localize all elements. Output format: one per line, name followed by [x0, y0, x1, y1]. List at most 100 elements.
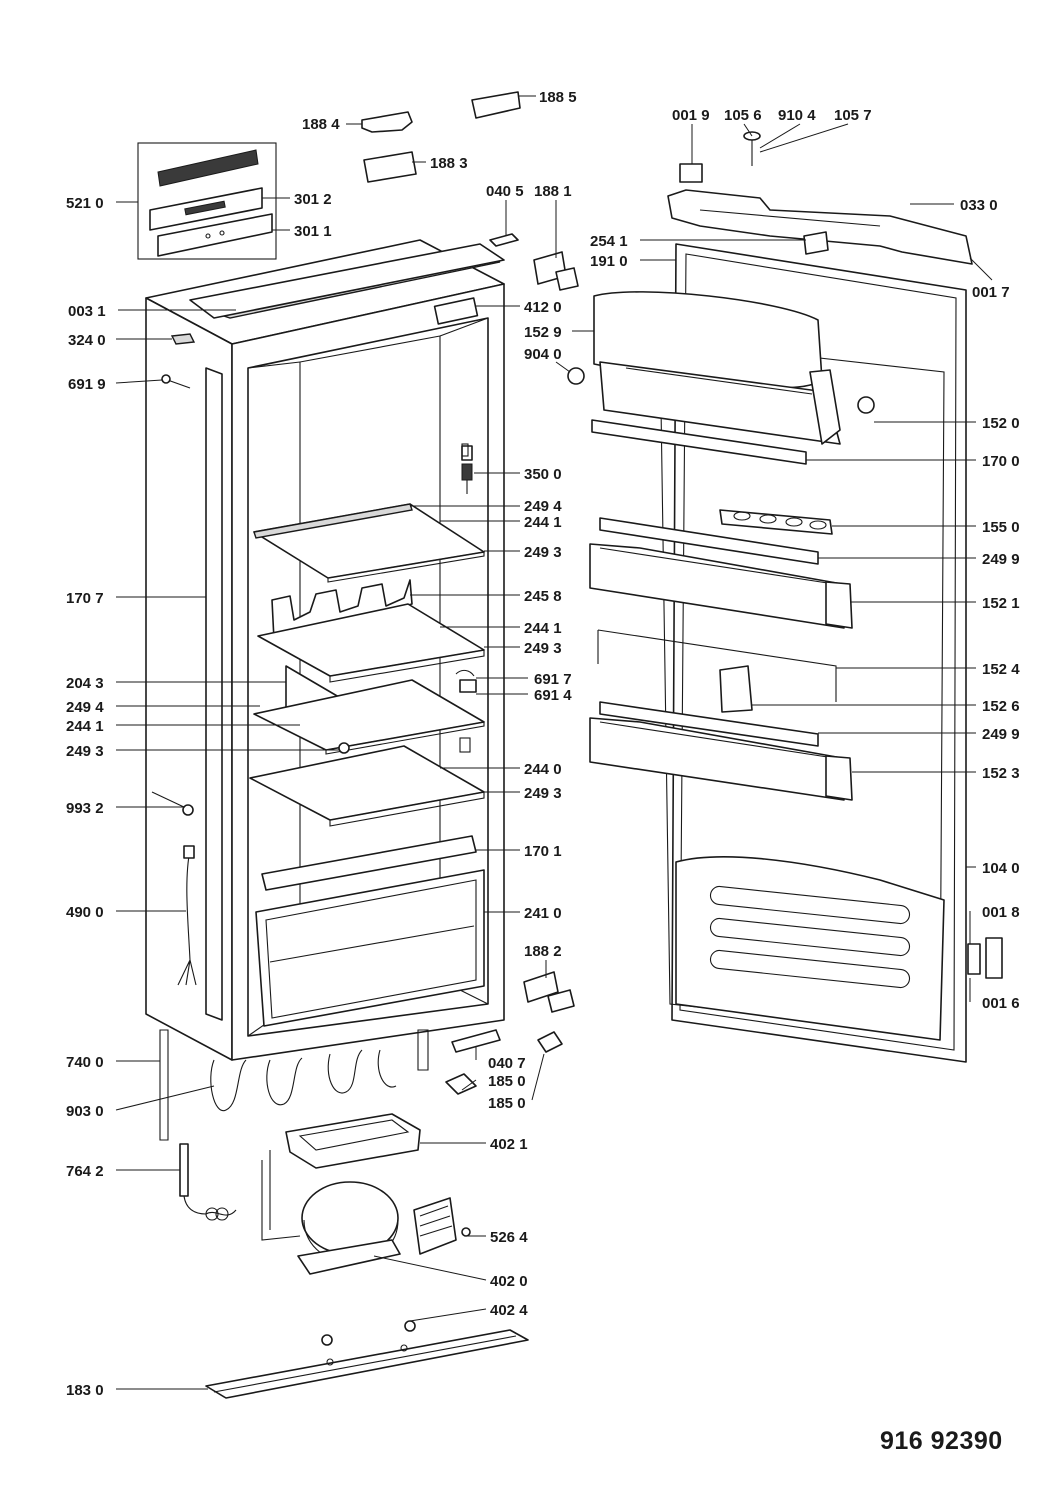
evaporation-tray — [285, 1113, 421, 1169]
label-1884: 188 4 — [302, 116, 340, 133]
control-panel-group — [137, 142, 277, 260]
part-1850-right — [537, 1031, 563, 1053]
label-0405: 040 5 — [486, 183, 524, 200]
label-1850-a: 185 0 — [488, 1073, 526, 1090]
label-0016: 001 6 — [982, 995, 1020, 1012]
part-1884-bracket — [361, 111, 413, 133]
label-2410: 241 0 — [524, 905, 562, 922]
label-0018: 001 8 — [982, 904, 1020, 921]
label-2440: 244 0 — [524, 761, 562, 778]
label-5210: 521 0 — [66, 195, 104, 212]
part-9932 — [151, 791, 194, 816]
lower-hinge-0018-0016 — [967, 937, 1003, 979]
label-1700: 170 0 — [982, 453, 1020, 470]
label-6919: 691 9 — [68, 376, 106, 393]
label-4900: 490 0 — [66, 904, 104, 921]
label-7400: 740 0 — [66, 1054, 104, 1071]
label-3012: 301 2 — [294, 191, 332, 208]
crisper-cover — [261, 835, 477, 891]
rubber-feet — [321, 1320, 416, 1346]
document-code: 916 92390 — [880, 1427, 1003, 1455]
part-6919 — [161, 374, 191, 389]
crisper-drawer — [255, 869, 485, 1027]
label-2493-d: 249 3 — [524, 785, 562, 802]
door-strip-1700 — [591, 419, 807, 465]
label-1520: 152 0 — [982, 415, 1020, 432]
label-1850-b: 185 0 — [488, 1095, 526, 1112]
door-rail-1524 — [597, 629, 837, 702]
part-2541 — [803, 231, 829, 255]
label-2441-b: 244 1 — [524, 620, 562, 637]
door-shelf-1521 — [589, 543, 853, 629]
compressor — [261, 1150, 401, 1275]
part-1883-bracket — [363, 151, 417, 183]
label-9104: 910 4 — [778, 107, 816, 124]
label-1529: 152 9 — [524, 324, 562, 341]
label-9040: 904 0 — [524, 346, 562, 363]
capillary-tube-7642 — [179, 1143, 237, 1221]
part-0407 — [451, 1029, 501, 1053]
part-4120 — [433, 297, 479, 325]
base-rail — [205, 1329, 529, 1399]
hinge-1882 — [523, 971, 575, 1013]
label-4021: 402 1 — [490, 1136, 528, 1153]
door-dairy-compartment — [567, 291, 875, 445]
shelf-upper — [253, 503, 485, 583]
starter-relay — [413, 1197, 471, 1255]
label-2541: 254 1 — [590, 233, 628, 250]
part-0405 — [489, 233, 519, 247]
egg-tray — [719, 509, 833, 535]
door-shelf-1523 — [589, 717, 853, 801]
label-6914: 691 4 — [534, 687, 572, 704]
label-7642: 764 2 — [66, 1163, 104, 1180]
label-1707: 170 7 — [66, 590, 104, 607]
door-strip-2499-lower — [599, 701, 819, 747]
label-9030: 903 0 — [66, 1103, 104, 1120]
label-2441-a: 244 1 — [524, 514, 562, 531]
label-1056: 105 6 — [724, 107, 762, 124]
part-number-labels: 188 4 188 5 188 3 001 9 105 6 910 4 105 … — [66, 89, 1020, 1399]
label-0330: 033 0 — [960, 197, 998, 214]
label-1882: 188 2 — [524, 943, 562, 960]
label-1523: 152 3 — [982, 765, 1020, 782]
label-1524: 152 4 — [982, 661, 1020, 678]
label-3500: 350 0 — [524, 466, 562, 483]
label-1550: 155 0 — [982, 519, 1020, 536]
label-1040: 104 0 — [982, 860, 1020, 877]
label-0019: 001 9 — [672, 107, 710, 124]
label-3240: 324 0 — [68, 332, 106, 349]
hinge-1881 — [533, 251, 579, 291]
label-2493-b: 249 3 — [524, 640, 562, 657]
leader-lines — [115, 95, 993, 1390]
label-3011: 301 1 — [294, 223, 332, 240]
label-1521: 152 1 — [982, 595, 1020, 612]
part-1850-left — [445, 1073, 477, 1095]
label-1701: 170 1 — [524, 843, 562, 860]
label-1057: 105 7 — [834, 107, 872, 124]
label-1910: 191 0 — [590, 253, 628, 270]
label-0031: 003 1 — [68, 303, 106, 320]
label-2494: 249 4 — [524, 498, 562, 515]
label-0407: 040 7 — [488, 1055, 526, 1072]
label-0017: 001 7 — [972, 284, 1010, 301]
part-3240 — [170, 333, 196, 345]
label-4024: 402 4 — [490, 1302, 528, 1319]
label-2043: 204 3 — [66, 675, 104, 692]
label-2499-a: 249 9 — [982, 551, 1020, 568]
power-cord-4900 — [177, 845, 197, 986]
label-1883: 188 3 — [430, 155, 468, 172]
label-6917: 691 7 — [534, 671, 572, 688]
shelf-with-bottle-rack — [257, 579, 485, 683]
label-2458: 245 8 — [524, 588, 562, 605]
label-9932: 993 2 — [66, 800, 104, 817]
label-1885: 188 5 — [539, 89, 577, 106]
part-1885-bracket — [471, 91, 521, 119]
label-2499-b: 249 9 — [982, 726, 1020, 743]
condenser-coils — [159, 1029, 429, 1141]
label-2493-c: 249 3 — [66, 743, 104, 760]
side-trim-1707 — [205, 367, 223, 1021]
shelf-divider-and-shelf — [253, 665, 485, 755]
label-2493-a: 249 3 — [524, 544, 562, 561]
clip-1526 — [719, 665, 753, 713]
